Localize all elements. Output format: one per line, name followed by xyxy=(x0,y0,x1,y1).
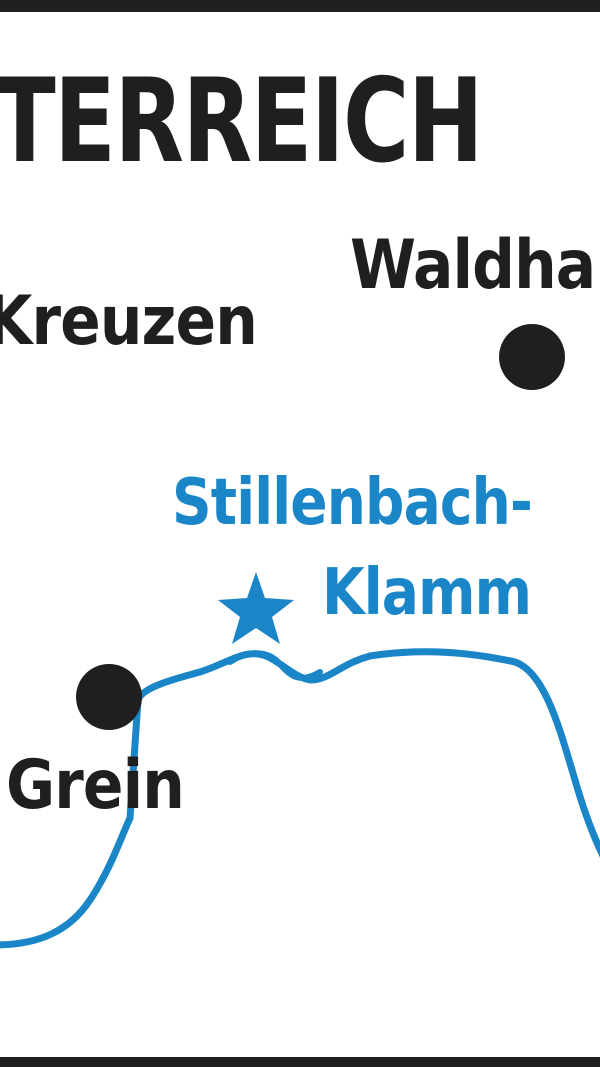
poi-label-line2: Klamm xyxy=(322,556,532,630)
map-frame-bottom xyxy=(0,1057,600,1067)
region-label: TERREICH xyxy=(0,54,484,189)
town-label-kreuzen: Kreuzen xyxy=(0,282,258,361)
star-icon xyxy=(218,572,294,644)
town-label-waldhausen: Waldha xyxy=(350,226,596,305)
poi-label-line1: Stillenbach- xyxy=(172,466,533,540)
river-branch-path xyxy=(227,650,323,681)
town-marker-icon xyxy=(76,664,142,730)
town-marker-icon xyxy=(499,324,565,390)
town-label-grein: Grein xyxy=(6,746,185,825)
map-frame-top xyxy=(0,0,600,12)
